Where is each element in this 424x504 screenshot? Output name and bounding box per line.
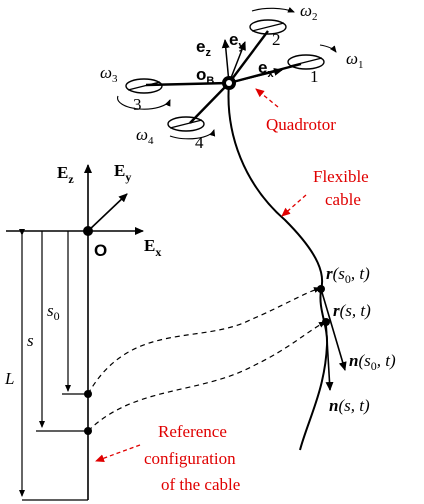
omega4-label: ω4 — [136, 125, 154, 147]
reference-label-line2: configuration — [144, 449, 236, 468]
rotor-3-label: 3 — [133, 95, 142, 114]
n-s0-t-label: n(s0, t) — [349, 351, 396, 373]
flexible-cable-pointer — [281, 194, 307, 217]
O-label: O — [94, 241, 107, 260]
rotor-1-label: 1 — [310, 67, 319, 86]
n-s0-vector — [320, 288, 347, 371]
omega2-label: ω2 — [300, 1, 318, 23]
quadrotor-label: Quadrotor — [266, 115, 336, 134]
Ex-label: Ex — [144, 236, 161, 259]
omega1-label: ω1 — [346, 49, 364, 71]
quadrotor-body — [117, 6, 337, 140]
flexible-label-line2: cable — [325, 190, 361, 209]
Ey-axis — [87, 193, 128, 232]
n-s-vector — [325, 321, 334, 391]
arm-3 — [145, 81, 230, 87]
ez-label: ez — [196, 37, 211, 59]
ex-label: ex — [258, 58, 274, 80]
s0-label: s0 — [47, 301, 60, 323]
rotor-4-label: 4 — [195, 133, 204, 152]
mapping-curve-s — [87, 321, 326, 432]
rotor-1 — [287, 54, 325, 70]
ey-label: ey — [229, 30, 245, 52]
Ey-label: Ey — [114, 161, 131, 184]
Ez-label: Ez — [57, 163, 74, 186]
rotor-2 — [249, 19, 287, 35]
reference-label-line1: Reference — [158, 422, 227, 441]
ey-axis — [228, 41, 246, 84]
flexible-label-line1: Flexible — [313, 167, 369, 186]
omega1-arc — [319, 44, 337, 53]
r-s0-t-label: r(s0, t) — [326, 264, 370, 286]
flexible-cable — [227, 82, 329, 451]
oB-label: oB — [196, 65, 214, 87]
rotor-4 — [167, 116, 205, 132]
quadrotor-pointer — [255, 88, 279, 108]
n-s-t-label: n(s, t) — [329, 396, 370, 415]
rotor-3 — [125, 78, 163, 94]
reference-pointer — [95, 444, 141, 463]
omega4-arc — [169, 129, 216, 140]
rotor-2-label: 2 — [272, 30, 281, 49]
omega3-arc — [117, 95, 171, 110]
omega2-arc — [251, 6, 295, 13]
arm-4 — [189, 82, 230, 124]
mapping-curve-s0 — [87, 287, 321, 395]
L-label: L — [4, 369, 14, 388]
s-label: s — [27, 331, 34, 350]
reference-label-line3: of the cable — [161, 475, 240, 494]
omega3-label: ω3 — [100, 63, 118, 85]
ex-axis — [228, 68, 283, 84]
arm-2 — [228, 30, 269, 84]
r-s-t-label: r(s, t) — [333, 301, 371, 320]
ez-axis — [221, 39, 230, 84]
